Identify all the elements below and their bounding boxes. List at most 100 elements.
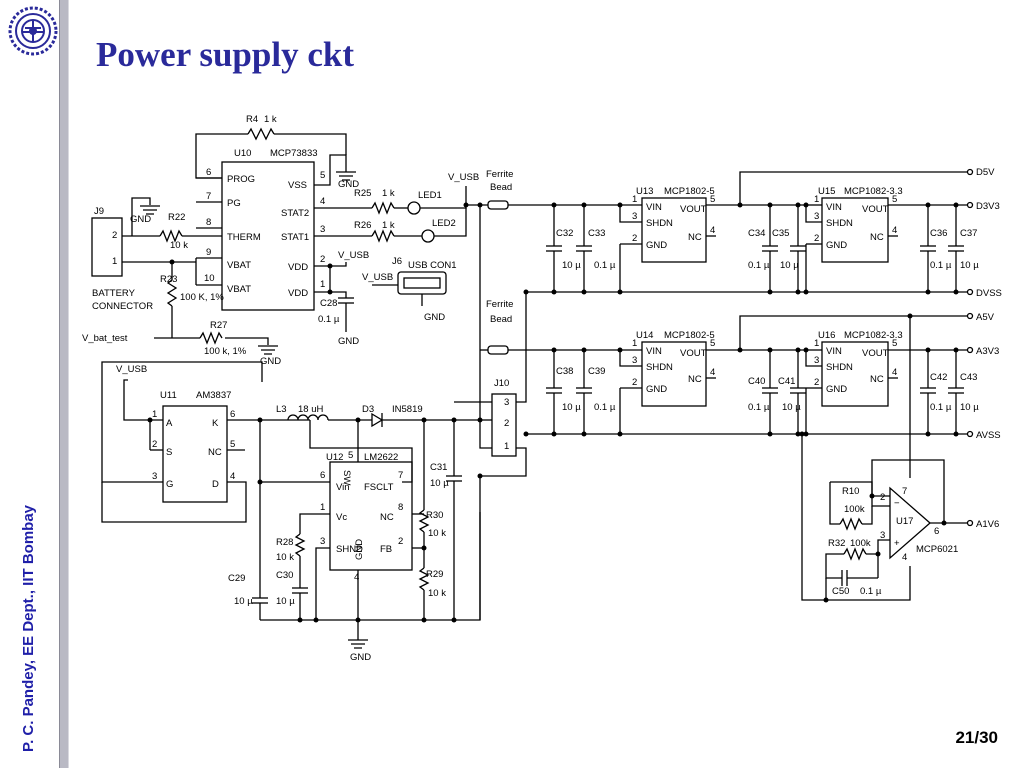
resistors-r27-value-label: 100 k, 1%	[204, 346, 247, 357]
u11-pins-1-label: A	[166, 418, 173, 429]
u15-pins-5-label: VOUT	[862, 204, 889, 215]
u12-pins-1-label: Vc	[336, 512, 347, 523]
capacitors-c40-ref-label: C40	[748, 376, 765, 387]
connectors-j6_label-label: USB CON1	[408, 260, 457, 271]
pin_numbers-p8-label: 8	[398, 502, 403, 513]
u14-chip	[641, 341, 707, 407]
pin_numbers-p1-label: 1	[814, 338, 819, 349]
u15-pins-3-label: SHDN	[826, 218, 853, 229]
capacitors-c42-ref-label: C42	[930, 372, 947, 383]
inductor-ref-label: L3	[276, 404, 287, 415]
nets-a1v6-label: A1V6	[976, 519, 999, 530]
u11-pins-2-label: S	[166, 447, 172, 458]
ferrite-line2-label: Bead	[490, 314, 512, 325]
capacitors-c36-value-label: 0.1 µ	[930, 260, 952, 271]
u10-pins-7-label: PG	[227, 198, 241, 209]
u16-pins-2-label: GND	[826, 384, 847, 395]
u10-ref: U10	[234, 148, 251, 159]
capacitors-c37-ref-label: C37	[960, 228, 977, 239]
pin_numbers-p2-label: 2	[632, 233, 637, 244]
resistors-r29-value-label: 10 k	[428, 588, 446, 599]
diode-value-label: IN5819	[392, 404, 423, 415]
capacitors-c43-ref-label: C43	[960, 372, 977, 383]
nets-gnd-label: GND	[424, 312, 445, 323]
capacitors-c32-ref-label: C32	[556, 228, 573, 239]
u16-pins-1-label: VIN	[826, 346, 842, 357]
pin_numbers-p2-label: 2	[320, 254, 325, 265]
u16-pins-5-label: VOUT	[862, 348, 889, 359]
u11-pins-6-label: K	[212, 418, 219, 429]
u10-pins-5-label: VSS	[288, 180, 307, 191]
u10-pins-2-label: VDD	[288, 262, 308, 273]
u11-part-label: AM3837	[196, 390, 231, 401]
nets-dvss-label: DVSS	[976, 288, 1002, 299]
capacitors-c31-ref-label: C31	[430, 462, 447, 473]
u11-chip	[162, 405, 228, 503]
resistors-r10-ref-label: R10	[842, 486, 859, 497]
iit-bombay-logo-icon	[8, 6, 58, 56]
u12-pins-5-label: SW	[341, 470, 352, 485]
resistors-r25-value-label: 1 k	[382, 188, 395, 199]
pin_numbers-p5-label: 5	[892, 194, 897, 205]
u17-pins-6-label: 6	[934, 526, 939, 537]
u16-chip	[821, 341, 889, 407]
capacitors-c33-ref-label: C33	[588, 228, 605, 239]
u13-part-label: MCP1802-5	[664, 186, 715, 197]
capacitors-c29-value-label: 10 µ	[234, 596, 253, 607]
connectors-j10-label: J10	[494, 378, 509, 389]
capacitors-c32-value-label: 10 µ	[562, 260, 581, 271]
junction-dots	[147, 202, 959, 623]
analog-caps	[546, 350, 964, 434]
r32-resistor	[843, 547, 867, 561]
j10-connector	[491, 393, 517, 457]
u14-pins-5-label: VOUT	[680, 348, 707, 359]
pin_numbers-p3-label: 3	[632, 211, 637, 222]
capacitors-c50-ref-label: C50	[832, 586, 849, 597]
resistors-r27-ref-label: R27	[210, 320, 227, 331]
ferrite-line1-label: Ferrite	[486, 169, 513, 180]
nets-a5v-label: A5V	[976, 312, 995, 323]
u14-pins-4-label: NC	[688, 374, 702, 385]
sidebar-divider	[59, 0, 69, 768]
capacitors-c29-ref-label: C29	[228, 573, 245, 584]
ferrite-line1-label: Ferrite	[486, 299, 513, 310]
author-credit: P. C. Pandey, EE Dept., IIT Bombay	[20, 504, 37, 752]
u14-pins-3-label: SHDN	[646, 362, 673, 373]
u16-part-label: MCP1082-3.3	[844, 330, 903, 341]
pin_numbers-p5-label: 5	[230, 439, 235, 450]
pin_numbers-p3-label: 3	[152, 471, 157, 482]
capacitors-c34-ref-label: C34	[748, 228, 765, 239]
pin_numbers-p5-label: 5	[892, 338, 897, 349]
pin_numbers-p8-label: 8	[206, 217, 211, 228]
nets-vusb-label: V_USB	[338, 250, 369, 261]
diode-ref-label: D3	[362, 404, 374, 415]
u10-part: MCP73833	[270, 148, 318, 159]
pin_numbers-p7-label: 7	[206, 191, 211, 202]
capacitors-c35-value-label: 10 µ	[780, 260, 799, 271]
capacitors-c37-value-label: 10 µ	[960, 260, 979, 271]
connectors-j9_label_line1-label: BATTERY	[92, 288, 136, 299]
r29-resistor	[418, 567, 430, 591]
nets-d3v3-label: D3V3	[976, 201, 1000, 212]
slide-title: Power supply ckt	[96, 35, 354, 74]
pin_numbers-p2-label: 2	[504, 418, 509, 429]
capacitors-c30-ref-label: C30	[276, 570, 293, 581]
pin_numbers-p3-label: 3	[320, 536, 325, 547]
d3-diode	[371, 412, 384, 428]
pin_numbers-p2-label: 2	[112, 230, 117, 241]
pin_numbers-p7-label: 7	[398, 470, 403, 481]
u13-pins-3-label: SHDN	[646, 218, 673, 229]
r26-resistor	[371, 229, 395, 243]
u10-pins-1-label: VDD	[288, 288, 308, 299]
u12-pins-6-label: Vin	[336, 482, 350, 493]
capacitors-c33-value-label: 0.1 µ	[594, 260, 616, 271]
u10-pins-4-label: STAT2	[281, 208, 309, 219]
pin_numbers-p1-label: 1	[112, 256, 117, 267]
page-number: 21/30	[955, 728, 998, 747]
pin_numbers-p3-label: 3	[814, 211, 819, 222]
capacitors-c36-ref-label: C36	[930, 228, 947, 239]
leds-led1-label: LED1	[418, 190, 442, 201]
pin_numbers-p4-label: 4	[892, 367, 897, 378]
pin_numbers-p2-label: 2	[814, 377, 819, 388]
pin_numbers-p1-label: 1	[320, 502, 325, 513]
